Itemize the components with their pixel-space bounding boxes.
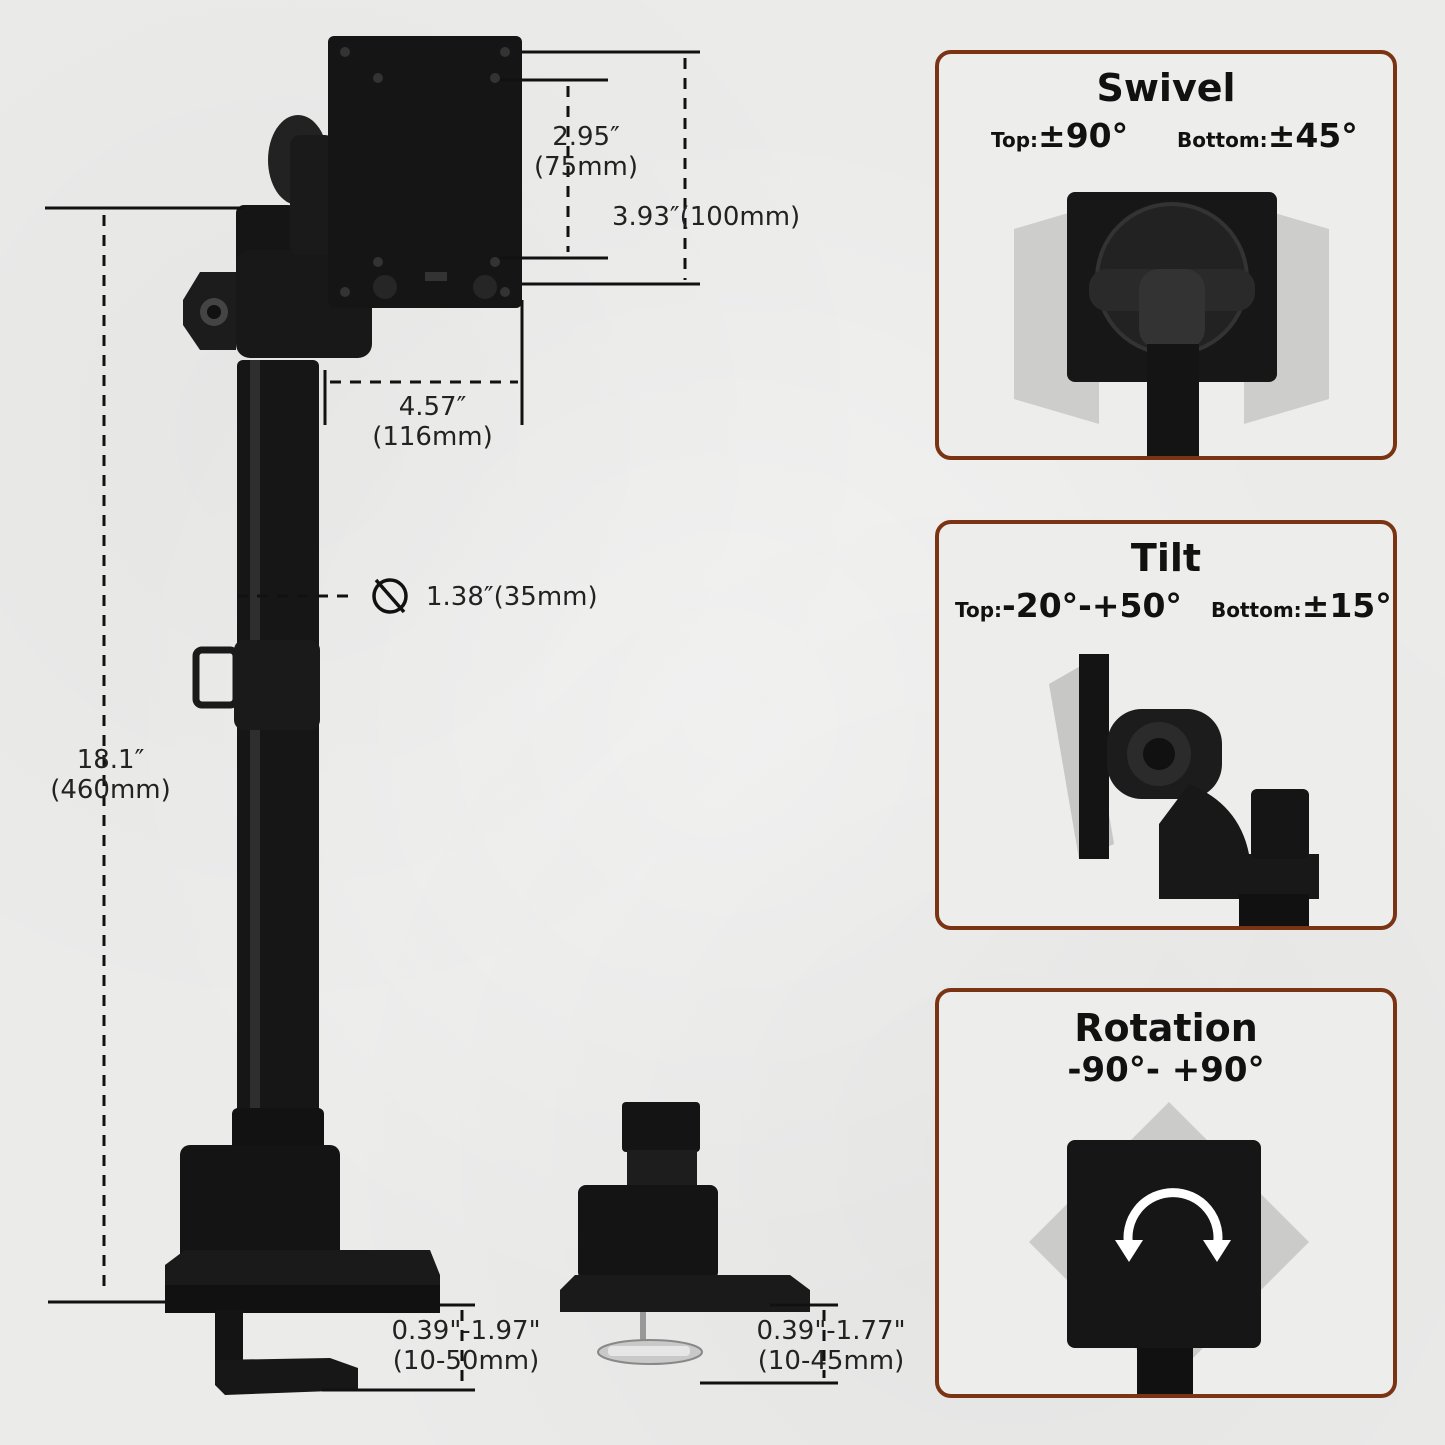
swivel-bottom-label: Bottom: <box>1177 128 1268 152</box>
arm-offset-inch: 4.57″ <box>398 392 467 422</box>
clamp-range-2-label: 0.39"-1.77" (10-45mm) <box>745 1316 917 1376</box>
rotation-range: -90°- +90° <box>1067 1050 1265 1090</box>
desk-clamp <box>165 1145 440 1395</box>
vesa-large-label: 3.93″(100mm) <box>612 202 801 232</box>
tilt-bottom-label: Bottom: <box>1211 598 1302 622</box>
arm-offset-mm: (116mm) <box>372 422 493 452</box>
tilt-bottom: Bottom:±15° <box>1211 586 1392 625</box>
tilt-top: Top:-20°-+50° <box>955 586 1182 625</box>
clamp-range-1-label: 0.39"-1.97" (10-50mm) <box>380 1316 552 1376</box>
tilt-panel: Tilt Top:-20°-+50° Bottom:±15° <box>935 520 1397 930</box>
clamp-detail <box>560 1102 810 1365</box>
vesa-plate <box>328 36 522 308</box>
height-mm: (460mm) <box>50 775 171 805</box>
clamp-range-1-mm: (10-50mm) <box>392 1346 540 1376</box>
diameter-icon <box>372 578 408 614</box>
swivel-illustration <box>1014 192 1329 456</box>
tilt-top-label: Top: <box>955 598 1003 622</box>
swivel-bottom-value: ±45° <box>1267 116 1358 155</box>
swivel-top-value: ±90° <box>1038 116 1129 155</box>
swivel-top: Top:±90° <box>991 116 1128 155</box>
dimension-lines <box>45 50 838 1392</box>
tilt-top-value: -20°-+50° <box>1002 586 1182 625</box>
swivel-panel: Swivel Top:±90° Bottom:±45° <box>935 50 1397 460</box>
arm-offset-label: 4.57″ (116mm) <box>365 392 500 452</box>
swivel-title: Swivel <box>1096 66 1236 110</box>
swivel-bottom: Bottom:±45° <box>1177 116 1358 155</box>
rotation-panel: Rotation -90°- +90° <box>935 988 1397 1398</box>
height-dimension-label: 18.1″ (460mm) <box>38 745 183 805</box>
clamp-range-2-mm: (10-45mm) <box>757 1346 905 1376</box>
rotation-title: Rotation <box>1074 1006 1258 1050</box>
swivel-top-label: Top: <box>991 128 1039 152</box>
pole-diameter-label: 1.38″(35mm) <box>426 582 598 612</box>
monitor-mount-illustration <box>45 36 838 1395</box>
tilt-illustration <box>1049 654 1319 926</box>
rotate-arrow-icon <box>1115 1188 1231 1262</box>
clamp-range-1-inch: 0.39"-1.97" <box>391 1316 541 1346</box>
rotation-illustration <box>1029 1102 1309 1394</box>
height-inch: 18.1″ <box>76 745 145 775</box>
clamp-range-2-inch: 0.39"-1.77" <box>756 1316 906 1346</box>
pole <box>192 360 324 1160</box>
tilt-bottom-value: ±15° <box>1301 586 1392 625</box>
vesa-small-mm: (75mm) <box>533 152 639 182</box>
vesa-small-inch: 2.95″ <box>552 122 620 152</box>
swivel-head <box>183 115 372 358</box>
tilt-title: Tilt <box>1130 536 1202 580</box>
vesa-small-label: 2.95″ (75mm) <box>522 122 650 182</box>
